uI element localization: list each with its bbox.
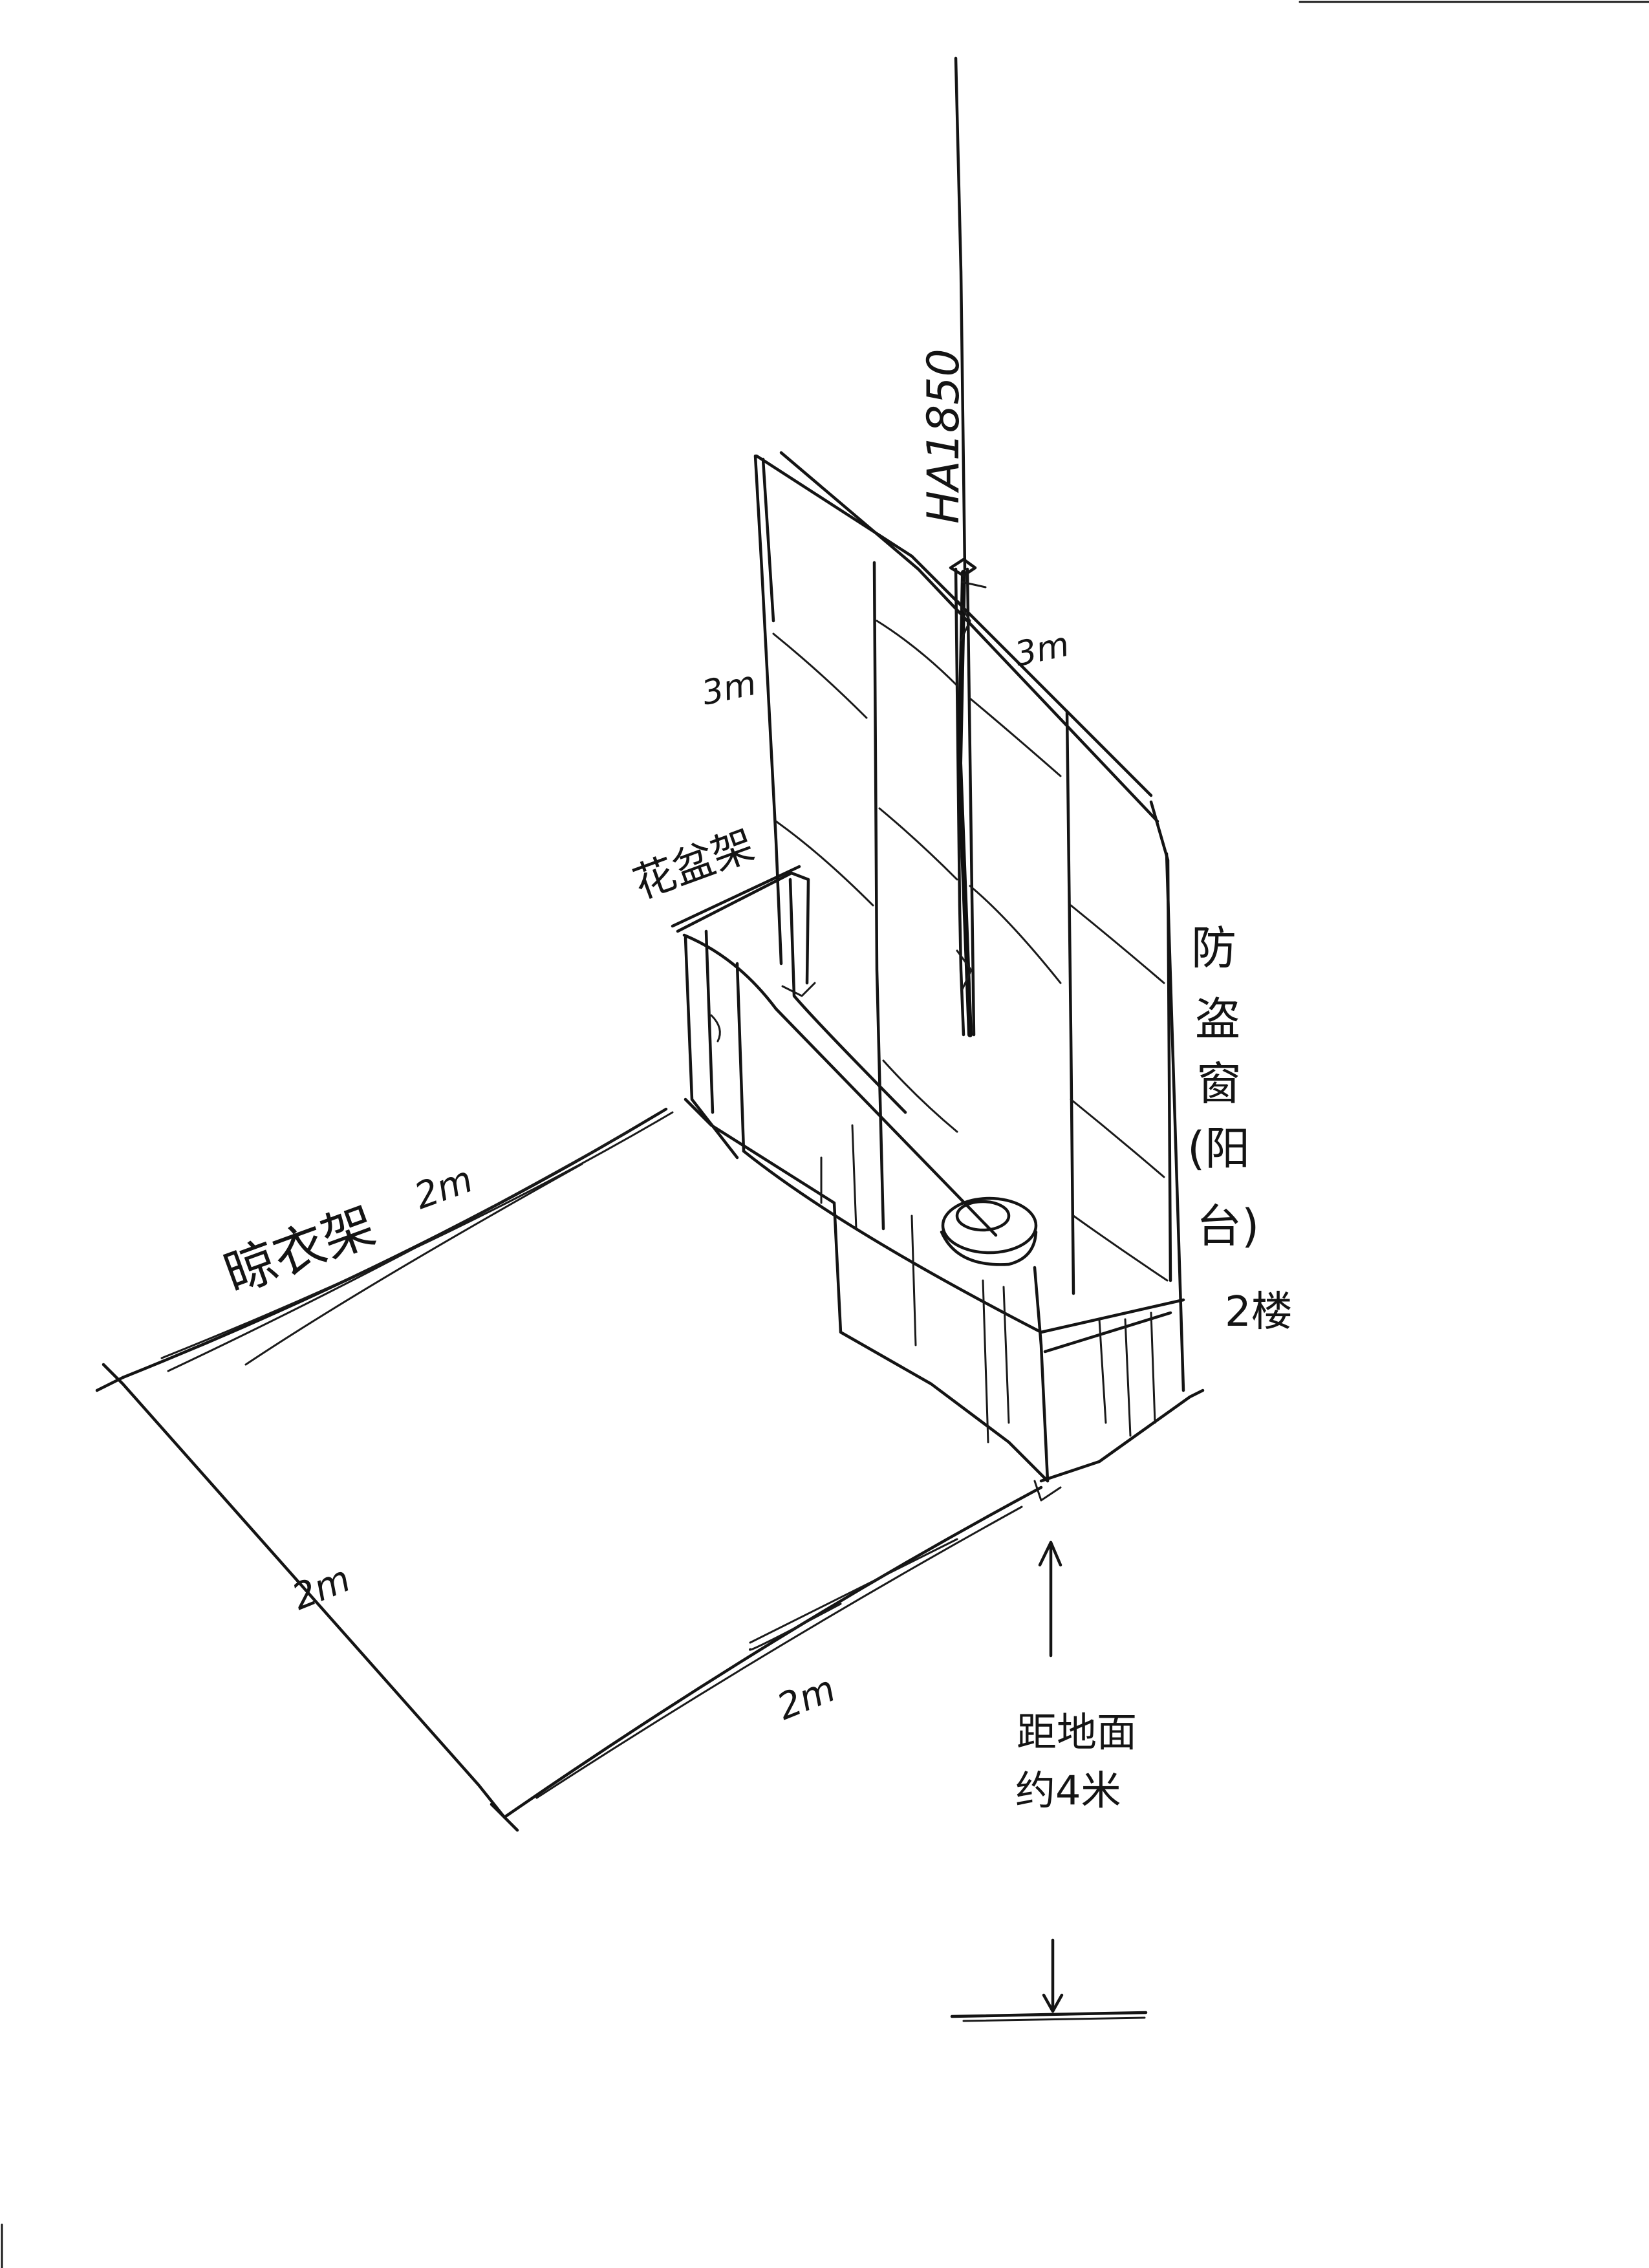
ground-distance-label-1: 距地面: [1017, 1709, 1137, 1756]
drying-rack-length-label: 2m: [409, 1158, 479, 1218]
antenna-base: [940, 1196, 1038, 1266]
security-grille: [753, 451, 1185, 1392]
window-label-1: 防: [1191, 922, 1236, 975]
flower-pot-rack: [671, 865, 1205, 1502]
security-window-label: 防 盗 窗 (阳 台): [1187, 922, 1259, 1253]
floor-label: 2楼: [1225, 1288, 1293, 1336]
height-indicator: [950, 1540, 1148, 2022]
window-label-3: 窗: [1196, 1057, 1242, 1110]
antenna-model-label: HA1850: [918, 349, 969, 524]
antenna-length-label: 3m: [1011, 625, 1072, 675]
window-label-2: 盗: [1195, 993, 1240, 1046]
window-label-5: 台): [1196, 1200, 1259, 1253]
ground-distance-label-2: 约4米: [1015, 1767, 1121, 1814]
window-label-4: (阳: [1187, 1122, 1250, 1175]
drying-rack-label: 晾衣架: [217, 1195, 383, 1304]
side-bottom-label: 2m: [771, 1668, 841, 1729]
clothes-drying-rack: [95, 1107, 1043, 1832]
side-left-label: 2m: [286, 1558, 356, 1619]
antenna-mast: [949, 56, 987, 1037]
grille-height-label: 3m: [698, 664, 759, 713]
